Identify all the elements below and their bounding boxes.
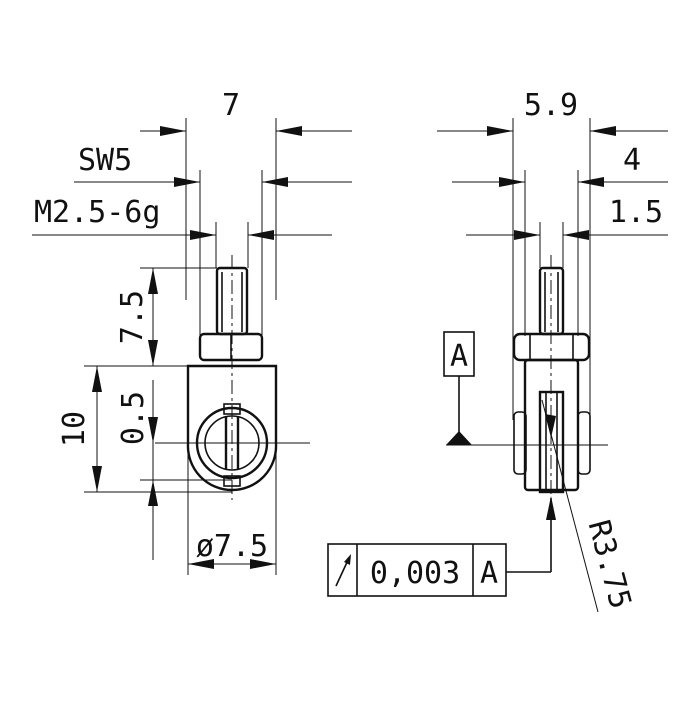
dim-offset: 0.5 xyxy=(116,380,232,560)
dim-width-59-label: 5.9 xyxy=(524,88,578,123)
runout-arrow-icon xyxy=(335,554,351,587)
eye-body xyxy=(155,364,310,492)
hex-nut xyxy=(198,332,264,362)
dim-outer-label: 4 xyxy=(623,143,641,178)
dim-width-label: 7 xyxy=(222,88,240,123)
dim-wrench-sw5: SW5 xyxy=(74,143,352,338)
tolerance-frame: 0,003 A xyxy=(327,496,556,597)
side-body xyxy=(513,358,591,494)
datum-label: A xyxy=(450,339,468,374)
tolerance-datum: A xyxy=(480,556,498,591)
dim-radius-label: R3.75 xyxy=(581,516,638,612)
dim-slot-15: 1.5 xyxy=(466,195,668,268)
dim-diameter-label: ø7.5 xyxy=(196,529,268,564)
dim-thread-label: M2.5-6g xyxy=(34,195,160,230)
dim-offset-label: 0.5 xyxy=(116,391,151,445)
dim-slot-label: 1.5 xyxy=(609,195,663,230)
dim-height-label: 10 xyxy=(57,411,92,447)
dim-wrench-label: SW5 xyxy=(78,143,132,178)
dim-thread-m25: M2.5-6g xyxy=(32,195,332,268)
datum-a: A xyxy=(443,331,608,446)
dim-width-7: 7 xyxy=(140,88,352,300)
dim-width-59: 5.9 xyxy=(437,88,668,420)
dim-height: 10 xyxy=(57,365,232,493)
dim-diameter: ø7.5 xyxy=(187,444,277,575)
dim-thread-length: 7.5 xyxy=(115,267,217,367)
tolerance-value: 0,003 xyxy=(370,556,460,591)
left-view: 7 SW5 M2.5-6g xyxy=(32,88,352,575)
dim-thread-length-label: 7.5 xyxy=(115,290,150,344)
dim-outer-4: 4 xyxy=(452,143,668,336)
right-view: 5.9 4 1.5 xyxy=(437,88,668,613)
